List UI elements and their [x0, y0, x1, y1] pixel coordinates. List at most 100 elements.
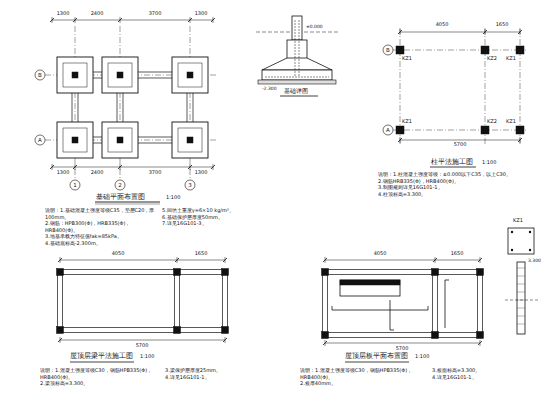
note-text: 6.基础保护层厚度50mm。: [162, 214, 247, 221]
dimension-text: 1650: [451, 251, 464, 257]
line: [188, 18, 192, 22]
outline: [57, 122, 93, 158]
note-text: 3.制图规则详见16G101-1。: [378, 184, 533, 191]
elevation-text: ±0.000: [306, 24, 323, 29]
line: [437, 272, 438, 335]
line: [332, 306, 333, 310]
dimension-text: 1650: [496, 22, 509, 28]
line: [299, 20, 300, 76]
outline: [322, 332, 329, 339]
linework: [35, 16, 540, 362]
line: [73, 165, 77, 169]
line: [57, 272, 58, 330]
elevation-text: 3.300: [528, 258, 541, 263]
line: [445, 280, 449, 281]
line: [517, 324, 525, 325]
elevation-text: -2.300: [262, 86, 277, 91]
dimension-text: 5700: [396, 346, 409, 352]
outline: [292, 16, 302, 40]
dimension-text: 3700: [149, 11, 162, 17]
axis-circle: [35, 135, 45, 145]
dimension-text: 4050: [374, 251, 387, 257]
outline: [516, 126, 524, 134]
note-text: 2.钢筋HRB335(Φ)，HRB400(Φ)。: [378, 178, 533, 185]
note-text: 4.柱顶标高=3.300。: [378, 191, 533, 198]
line: [400, 140, 520, 141]
outline: [508, 228, 534, 254]
rebar-dot: [529, 249, 531, 251]
line: [398, 30, 402, 34]
drawing-title: 柱平法施工图: [431, 158, 473, 166]
outline: [57, 327, 64, 334]
outline: [258, 80, 336, 84]
line: [179, 272, 180, 330]
outline: [477, 269, 484, 276]
member-label: KZ1: [513, 218, 523, 224]
line: [52, 167, 213, 168]
member-label: KZ1: [402, 56, 412, 62]
dimension-text: 1300: [195, 170, 208, 176]
line: [517, 316, 525, 317]
scale-text: 1:100: [166, 195, 180, 201]
outline: [396, 46, 404, 54]
dimension-text: 1300: [57, 170, 70, 176]
axis-label: 2: [118, 182, 122, 188]
scale-text: 1:100: [415, 354, 429, 360]
outline: [481, 126, 489, 134]
dimension-text: 4050: [112, 251, 125, 257]
line: [325, 343, 480, 344]
note-text: 2.钢筋：HPB300(Φ)，HRB335(Φ)，HRB400(Φ)。: [45, 220, 157, 233]
line: [223, 258, 227, 262]
dimension-text: 4050: [436, 22, 449, 28]
line: [430, 167, 476, 168]
note-text: 2.板厚40mm。: [300, 380, 425, 387]
line: [325, 260, 480, 261]
rebar-dot: [529, 231, 531, 233]
outline: [340, 280, 400, 296]
line: [95, 202, 160, 203]
line: [517, 276, 525, 277]
line: [478, 341, 482, 345]
outline: [178, 128, 202, 152]
line: [518, 138, 522, 142]
outline: [117, 137, 123, 143]
axis-circle: [115, 180, 125, 190]
line: [445, 280, 446, 328]
line: [325, 332, 480, 333]
axis-circle: [35, 70, 45, 80]
line: [118, 18, 122, 22]
outline: [72, 72, 78, 78]
line: [393, 130, 526, 131]
notes-block: 说明：1.柱混凝土强度等级：±0.000以下C35，以上C30。2.钢筋HRB3…: [378, 171, 533, 197]
line: [211, 18, 215, 22]
axis-label: A: [38, 137, 42, 143]
outline: [108, 63, 132, 87]
line: [175, 258, 179, 262]
line: [332, 310, 428, 311]
notes-block: 5.回填土重度γ=6×10 kg/m³。6.基础保护层厚度50mm。7.详见16…: [162, 207, 247, 227]
axis-circle: [185, 180, 195, 190]
line: [325, 337, 480, 338]
line: [118, 165, 122, 169]
outline: [63, 63, 87, 87]
note-text: 说明：1.混凝土强度等级C30，钢筋HPB335(Φ)，HRB400(Φ)。: [40, 367, 160, 380]
line: [325, 274, 480, 275]
outline: [187, 72, 193, 78]
note-text: 3.板面标高=3.300。: [432, 367, 542, 374]
outline: [102, 122, 138, 158]
outline: [102, 57, 138, 93]
line: [227, 272, 228, 330]
line: [390, 300, 391, 330]
axis-label: B: [386, 47, 390, 53]
line: [211, 165, 215, 169]
outline: [57, 269, 64, 276]
axis-label: B: [38, 72, 42, 78]
outline: [262, 70, 332, 80]
note-text: 7.详见16G101-3。: [162, 220, 247, 227]
line: [280, 96, 318, 97]
line: [327, 272, 328, 335]
dimension-text: 1300: [57, 11, 70, 17]
outline: [57, 57, 93, 93]
rebar-dot: [511, 231, 513, 233]
